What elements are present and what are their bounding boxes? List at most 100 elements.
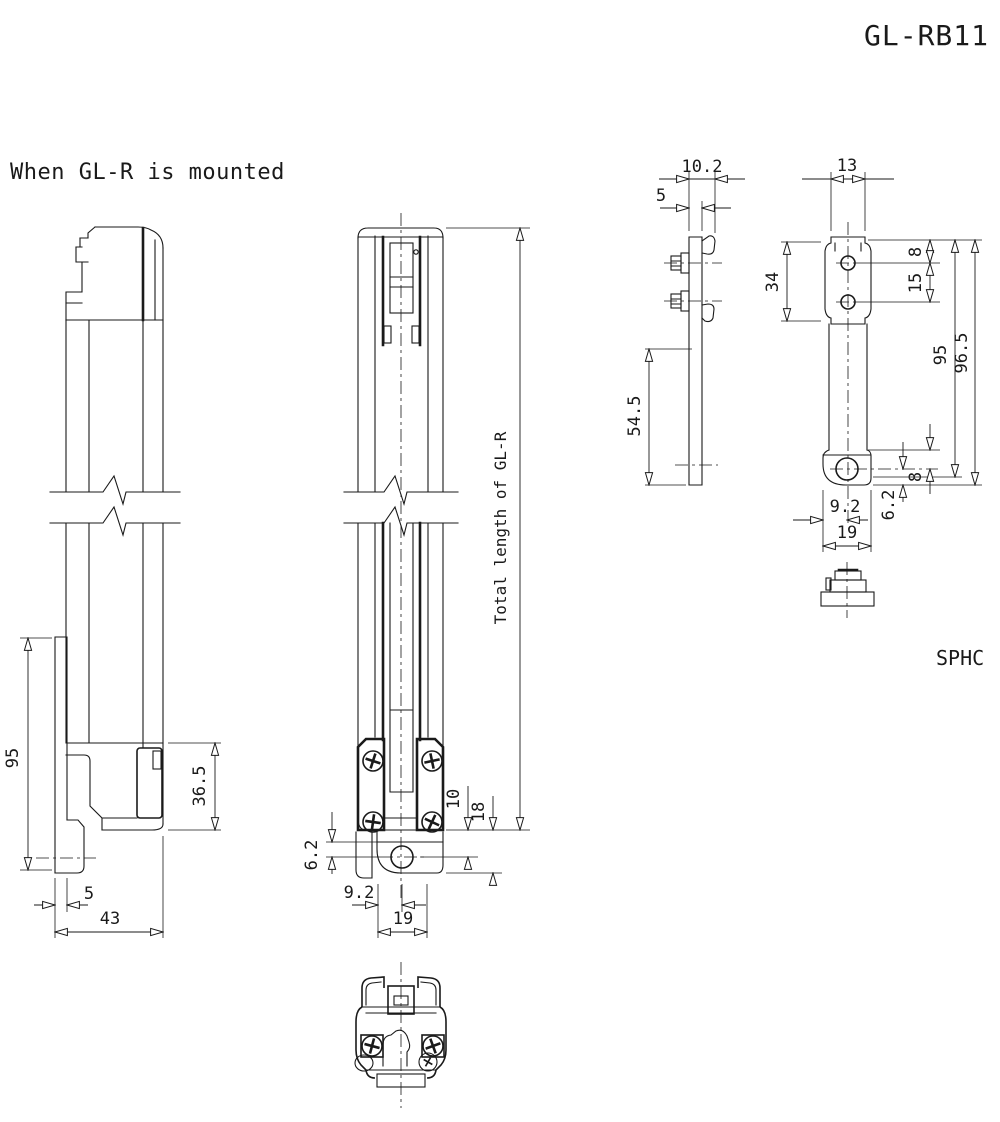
dim-label: 95: [931, 345, 951, 365]
bracket-foot-detail: [820, 562, 875, 618]
stud-upper: [664, 252, 722, 274]
phillips-screw: [421, 750, 443, 772]
dim-label: 36.5: [190, 766, 210, 807]
dim-label: 6.2: [302, 840, 322, 871]
phillips-screw: [362, 750, 384, 772]
center-hump: [382, 1029, 411, 1067]
top-ears-outline: [361, 976, 441, 1007]
material-label: SPHC: [936, 646, 984, 670]
clamp-hook-top: [701, 235, 716, 255]
cable-boss: [354, 1054, 374, 1072]
bracket-side-mounted: [36, 636, 164, 874]
dim-label: 15: [906, 273, 926, 293]
dim-hole-offset-10: 10: [420, 786, 478, 868]
dim-label: 43: [100, 909, 120, 929]
break-line: [343, 505, 459, 538]
dim-side-height-95: 95: [3, 638, 52, 870]
slot-tab-left: [383, 325, 392, 344]
extension-line: [446, 227, 530, 831]
phillips-knob: [418, 1052, 438, 1072]
dim-hole-center-x-9-2b: 9.2: [793, 490, 868, 527]
dim-label: Total length of GL-R: [491, 431, 510, 624]
dim-label: 9.2: [344, 883, 375, 903]
bracket-foot: [54, 819, 85, 874]
phillips-screw: [422, 1035, 444, 1057]
glr-front-body: [357, 213, 444, 900]
dim-label: 13: [837, 156, 857, 176]
stud-mid-block: [829, 579, 867, 593]
dim-plate-thickness-5b: 5: [656, 186, 731, 231]
glr-body: [65, 247, 164, 831]
stud-side-tab: [825, 577, 832, 591]
bracket-head-outline: [824, 236, 872, 325]
phillips-screw: [361, 1035, 383, 1057]
dim-label: 8: [906, 247, 926, 257]
dim-label: 10.2: [682, 157, 723, 177]
break-lines-side: [49, 474, 181, 538]
bracket-plate: [54, 636, 68, 874]
break-line: [49, 474, 181, 507]
stud-lower: [664, 290, 722, 312]
clamp-plate-right: [415, 737, 445, 832]
dim-plate-thickness-5: 5: [34, 878, 94, 938]
ear-inner-lines: [365, 981, 437, 1006]
foot-tab-left: [355, 831, 373, 879]
extension-line: [54, 878, 68, 938]
dim-hole-center-offset-6-2b: 6.2: [879, 442, 903, 520]
dim-overall-depth-43: 43: [55, 836, 163, 938]
dim-overall-height-96-5: 96.5: [873, 240, 982, 485]
dim-label: 6.2: [879, 490, 899, 521]
dim-label: 8: [906, 472, 926, 482]
page-title: GL-RB11: [864, 19, 989, 52]
break-lines-front: [343, 474, 459, 538]
dim-label: 10: [444, 789, 464, 809]
head-slot: [389, 242, 414, 314]
dim-head-height-34: 34: [763, 242, 821, 321]
lower-slot: [389, 522, 414, 793]
dim-foot-height-18: 18: [446, 796, 502, 883]
bracket-plate-profile: [688, 236, 703, 486]
front-view-mounted: Total length of GL-R 10 18 6.2 9: [302, 213, 530, 938]
dim-label: 54.5: [625, 396, 645, 437]
pilot-hole: [413, 249, 419, 255]
head-left-steps: [65, 226, 96, 321]
clamp-latch: [152, 750, 162, 770]
head-slot-crossbars: [389, 276, 414, 288]
head-top: [357, 227, 444, 239]
bracket-front-view: 13 34 8 15 95 96.5: [763, 156, 982, 552]
dim-hole-center-x-9-2: 9.2: [344, 883, 426, 912]
head-step-lines: [65, 237, 89, 304]
dim-label: 19: [393, 909, 413, 929]
stud-top-block: [834, 570, 862, 581]
bracket-plate-front: [828, 323, 868, 451]
dim-foot-width-19: 19: [378, 884, 427, 938]
phillips-screw: [421, 811, 443, 833]
dim-lower-length-54-5: 54.5: [625, 349, 692, 485]
phillips-screw: [362, 811, 384, 833]
clamp-hook-bottom: [701, 303, 715, 323]
stud-base-block: [820, 591, 875, 607]
dim-label: 5: [656, 186, 666, 206]
clamp-neck: [65, 754, 103, 831]
dim-label: 5: [84, 884, 94, 904]
mounted-note: When GL-R is mounted: [10, 160, 285, 185]
dim-hole-pitch-15: 15: [906, 263, 930, 302]
head-top-outline: [94, 226, 164, 249]
dim-mount-height-95: 95: [873, 240, 962, 477]
dim-hole-center-offset-6-2: 6.2: [302, 812, 380, 874]
dim-clamp-height-36-5: 36.5: [168, 743, 221, 830]
clamp-plate-left: [356, 737, 386, 832]
dim-label: 34: [763, 272, 783, 292]
break-line: [343, 474, 459, 507]
dim-label: 95: [3, 748, 23, 768]
body-bottom-cap: [101, 823, 164, 831]
dim-total-length: Total length of GL-R: [446, 228, 530, 830]
dim-label: 19: [837, 523, 857, 543]
side-view-mounted: 95 36.5 5 43: [3, 226, 221, 938]
extension-line: [20, 637, 52, 871]
dim-tab-width-13: 13: [802, 156, 894, 231]
glr-head-profile: [65, 226, 164, 322]
dim-foot-width-19b: 19: [823, 490, 871, 552]
clamp-jaw: [136, 747, 163, 819]
